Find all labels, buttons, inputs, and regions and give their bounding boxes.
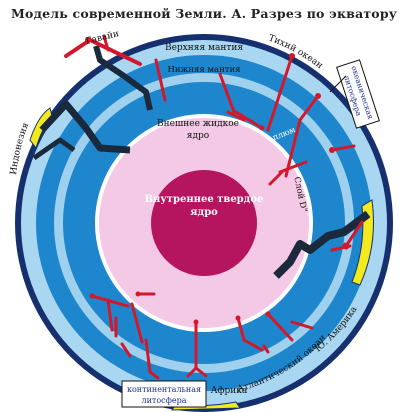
- lower-mantle-label: Нижняя мантия: [167, 65, 240, 75]
- upper-mantle-label: Верхняя мантия: [165, 43, 243, 53]
- continental-lithosphere-label-1: континентальная: [127, 385, 201, 394]
- outer-core-label-2: ядро: [187, 131, 209, 141]
- plume-heads: [85, 37, 350, 325]
- continental-lithosphere-label-2: литосфера: [141, 396, 186, 405]
- core-mantle-boundary: [95, 114, 313, 332]
- oceanic-box-pointer: [329, 75, 347, 93]
- inner-core-label-1: Внутреннее твердое: [145, 194, 264, 205]
- slab-indonesia-branch: [32, 137, 76, 161]
- slab-indonesia: [39, 100, 131, 154]
- inner-core: [151, 170, 257, 276]
- plume-network: [64, 34, 364, 380]
- inner-core-label-2: ядро: [190, 207, 218, 218]
- slab-west-pacific: [93, 45, 153, 111]
- africa-label: Африка: [211, 386, 248, 396]
- slab-south-america: [273, 210, 371, 279]
- continental-lithosphere-box: континентальная литосфера: [121, 380, 207, 408]
- outer-core-label-1: Внешнее жидкое: [157, 119, 239, 129]
- south-america-continent: [351, 199, 374, 286]
- diagram-title: Модель современной Земли. А. Разрез по э…: [11, 6, 397, 21]
